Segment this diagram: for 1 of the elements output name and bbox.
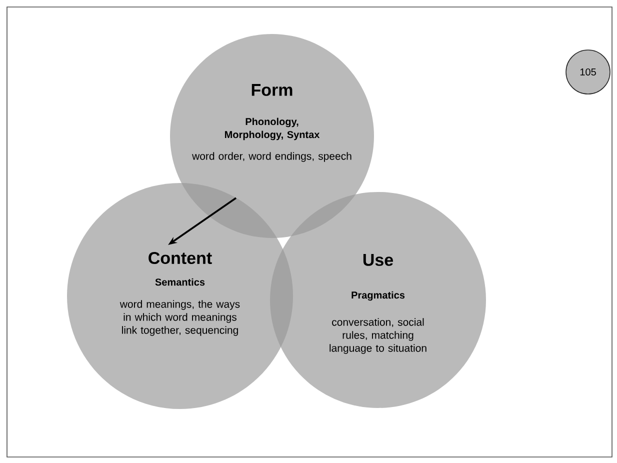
page-number: 105	[566, 50, 610, 94]
